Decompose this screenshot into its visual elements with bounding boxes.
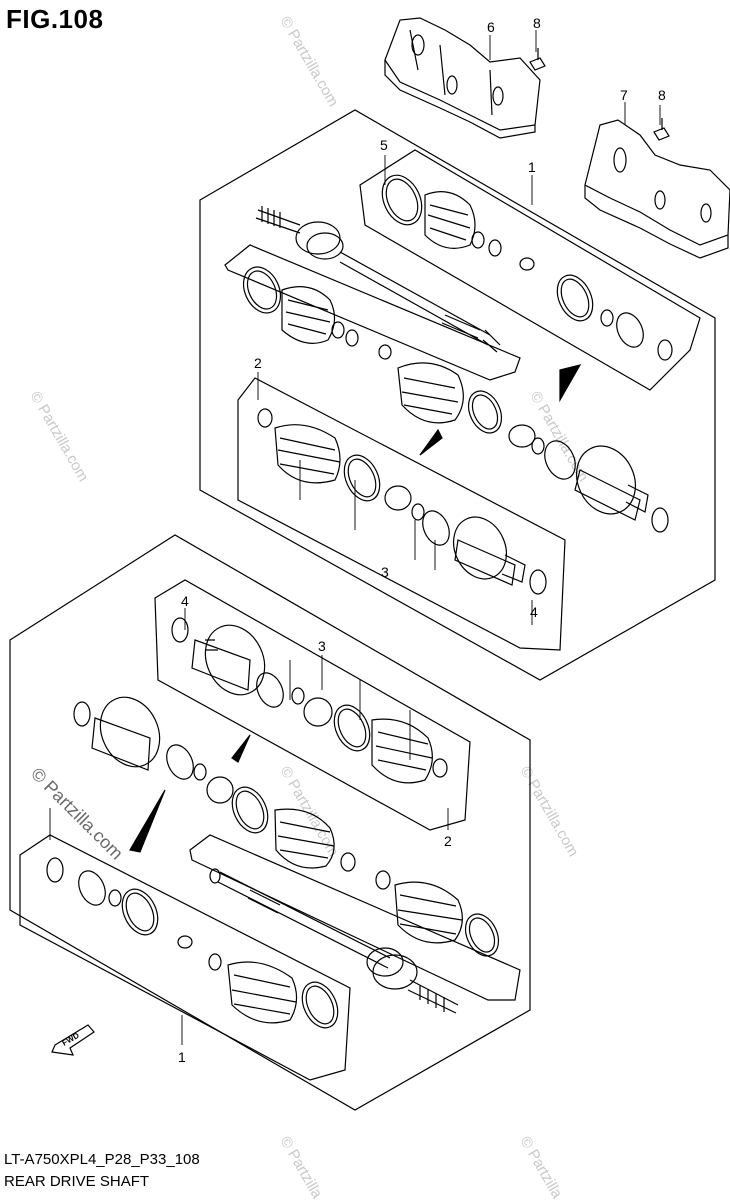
watermark-text: © Partzilla.com — [27, 389, 92, 485]
callout-label: 3 — [381, 564, 389, 580]
callout-labels: 6 8 7 8 5 1 2 3 4 4 3 2 1 — [178, 15, 666, 1065]
lower-assembly-frame — [9, 534, 531, 1111]
figure-title: FIG.108 — [6, 4, 104, 34]
watermark-text: © Partzilla.com — [277, 1134, 342, 1200]
watermark-text: © Partzilla.com — [517, 764, 582, 860]
callout-label: 7 — [620, 87, 628, 103]
upper-kit-box-2 — [237, 377, 566, 651]
upper-leader-lines — [257, 30, 661, 625]
callout-label: 3 — [318, 638, 326, 654]
lower-kit-1-parts — [46, 857, 339, 1029]
upper-kit-1-parts — [381, 174, 673, 361]
watermark-text: © Partzilla.com — [277, 14, 342, 110]
lower-kit-box-shaft — [189, 834, 521, 1001]
bolt-8-lower — [653, 118, 670, 141]
callout-label: 1 — [178, 1049, 186, 1065]
upper-middle-parts — [378, 344, 669, 533]
fwd-label: FWD — [61, 1031, 81, 1048]
callout-label: 8 — [533, 15, 541, 31]
callout-label: 8 — [658, 87, 666, 103]
watermark-text: © Partzilla.com — [527, 389, 592, 485]
lower-axle-shaft — [209, 868, 500, 1014]
fwd-arrow-icon — [51, 1024, 95, 1056]
upper-assembly-frame — [199, 109, 716, 681]
lower-kit-box-2 — [154, 579, 471, 831]
lower-kit-2-parts — [171, 617, 448, 784]
callout-label: 5 — [380, 137, 388, 153]
callout-label: 4 — [530, 604, 538, 620]
upper-kit-2-parts — [257, 408, 547, 595]
bolt-8-upper — [529, 48, 546, 71]
figure-name: REAR DRIVE SHAFT — [4, 1173, 150, 1190]
callout-label: 1 — [528, 159, 536, 175]
upper-axle-shaft — [255, 206, 501, 353]
model-code: LT-A750XPL4_P28_P33_108 — [4, 1151, 200, 1168]
bracket-6 — [384, 17, 541, 139]
lower-leader-lines — [49, 608, 449, 1045]
watermark-text: © Partzilla.com — [517, 1134, 582, 1200]
upper-kit-shaft-parts — [242, 266, 359, 347]
callout-label: 4 — [181, 593, 189, 609]
bracket-7 — [584, 119, 730, 259]
callout-label: 6 — [487, 19, 495, 35]
upper-kit-box-1 — [359, 149, 701, 391]
upper-kit-box-shaft — [224, 244, 521, 381]
callout-label: 2 — [254, 355, 262, 371]
watermark-layer: © Partzilla.com © Partzilla.com © Partzi… — [27, 14, 592, 1200]
lower-middle-parts — [73, 696, 356, 872]
callout-label: 2 — [444, 833, 452, 849]
